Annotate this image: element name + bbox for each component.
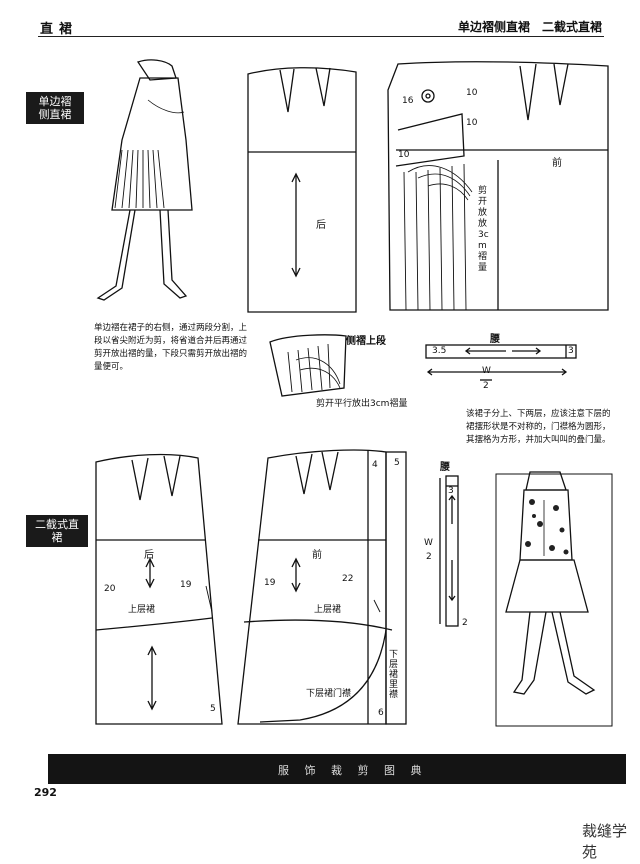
measure-5a: 5 [210,704,216,714]
front-panel-pattern [387,61,609,311]
lower-lining: 下层裙里襟 [389,650,399,700]
figure-illustration-1 [96,59,193,301]
measure-20: 20 [104,584,116,594]
description-2: 该裙子分上、下两层，应该注意下层的裙摆形状是不对称的，门襟格为圆形，其摆格为方形… [466,409,611,445]
waistband-label-1: 腰 [490,334,500,345]
waistband-3: 3 [568,346,574,356]
waistband-w-1: W [482,366,491,376]
waistband2-3: 3 [448,486,454,496]
measure-19a: 19 [180,580,192,590]
cut-note-2: 剪开平行放出3cm褶量 [316,399,408,409]
side-tab-single-pleat: 单边褶 侧直裙 [26,92,84,124]
measure-4: 4 [372,460,378,470]
measure-10c: 10 [398,150,410,160]
waistband2-w: W [424,538,433,548]
measure-16: 16 [402,96,414,106]
front-label-1: 前 [552,158,562,169]
upper-skirt-a: 上层裙 [128,605,156,615]
front-label-2: 前 [312,550,322,561]
measure-6: 6 [378,708,384,718]
back-panel-two-tier [95,453,223,725]
waistband-strip-2 [439,475,459,627]
waistband-label-2: 腰 [440,462,450,473]
side-tab-two-tier: 二截式直裙 [26,515,88,547]
floral-print [525,499,569,555]
back-label-1: 后 [316,220,326,231]
waistband-2-1: 2 [483,381,489,391]
measure-5b: 5 [394,458,400,468]
measure-22: 22 [342,574,354,584]
waistband-3-5: 3.5 [432,346,447,356]
brand-watermark: 裁缝学苑 [582,822,628,861]
back-panel-pattern [247,67,357,313]
book-title: 服 饰 裁 剪 图 典 [278,764,428,777]
front-panel-two-tier [237,449,407,725]
measure-10a: 10 [466,88,478,98]
side-pleat-label: 侧褶上段 [346,336,386,347]
side-pleat-upper-piece [269,334,347,397]
cut-note-1: 剪开放放3cm褶量 [478,186,489,273]
waistband-strip-1 [425,344,577,381]
side-tab-line1: 单边褶 [38,95,72,108]
figure-illustration-2 [495,471,613,727]
side-tab-line2: 侧直裙 [38,108,72,121]
description-1: 单边褶在裙子的右侧，通过两段分割，上段以省尖附近为剪，将省道合并后再通过剪开放出… [94,323,248,372]
header-rule [38,36,604,37]
upper-skirt-b: 上层裙 [314,605,342,615]
header-left-title: 直裙 [40,22,79,37]
back-label-2: 后 [144,550,154,561]
measure-19b: 19 [264,578,276,588]
lower-placket: 下层裙门襟 [306,689,352,699]
footer-band [48,754,626,784]
header-right-title: 单边褶侧直裙 二截式直裙 [457,20,602,34]
measure-10b: 10 [466,118,478,128]
waistband2-2b: 2 [462,618,468,628]
waistband2-2: 2 [426,552,432,562]
page-number: 292 [34,786,57,799]
